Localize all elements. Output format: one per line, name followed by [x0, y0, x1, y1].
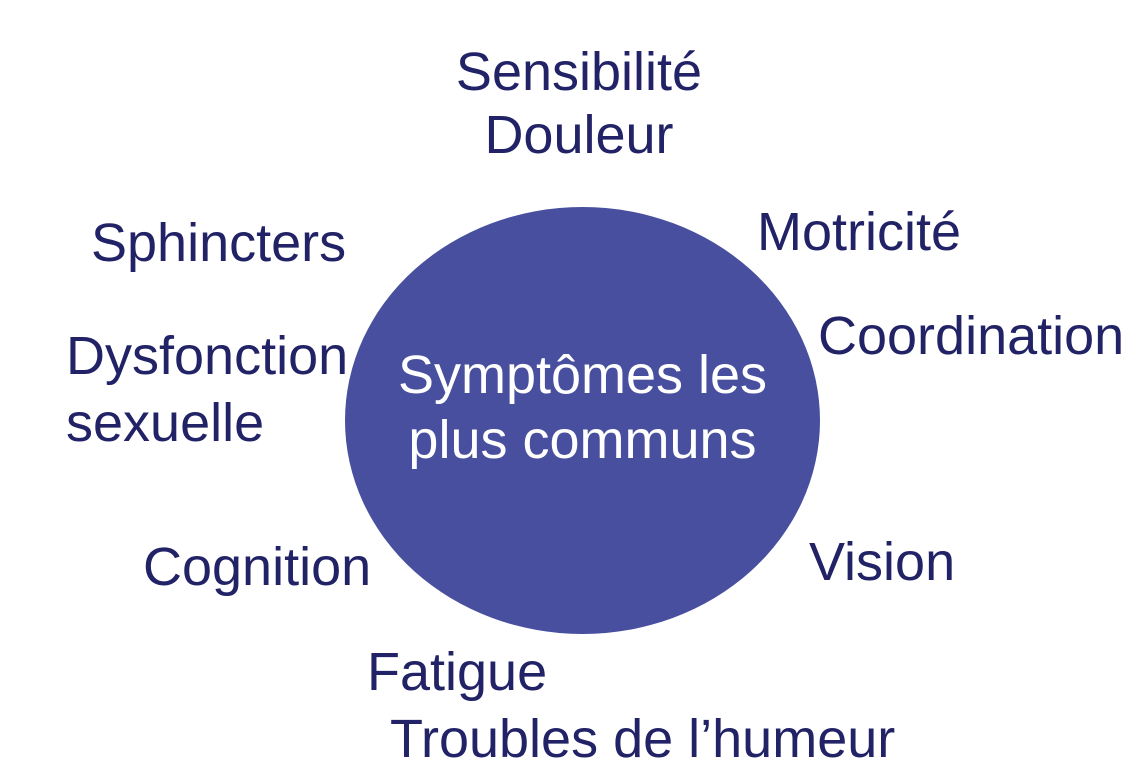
label-troubles-humeur: Troubles de l’humeur: [390, 709, 896, 769]
central-circle: Symptômes les plus communs: [345, 207, 820, 634]
label-dysfonction: Dysfonction: [66, 326, 349, 386]
label-fatigue: Fatigue: [367, 642, 548, 702]
label-sensibilite: Sensibilité: [455, 42, 703, 102]
central-title-line1: Symptômes les: [397, 345, 768, 405]
label-sexuelle: sexuelle: [66, 393, 265, 453]
label-vision: Vision: [809, 532, 956, 592]
label-sphincters: Sphincters: [91, 213, 347, 273]
label-motricite: Motricité: [757, 202, 962, 262]
central-title-line2: plus communs: [408, 410, 757, 470]
label-douleur: Douleur: [484, 105, 674, 165]
label-sensibilite-douleur: Sensibilité Douleur: [329, 41, 829, 167]
label-dysfonction-sexuelle: Dysfonction sexuelle: [66, 323, 348, 457]
central-circle-title: Symptômes les plus communs: [345, 343, 820, 473]
label-cognition: Cognition: [143, 537, 372, 597]
label-coordination: Coordination: [818, 306, 1125, 366]
